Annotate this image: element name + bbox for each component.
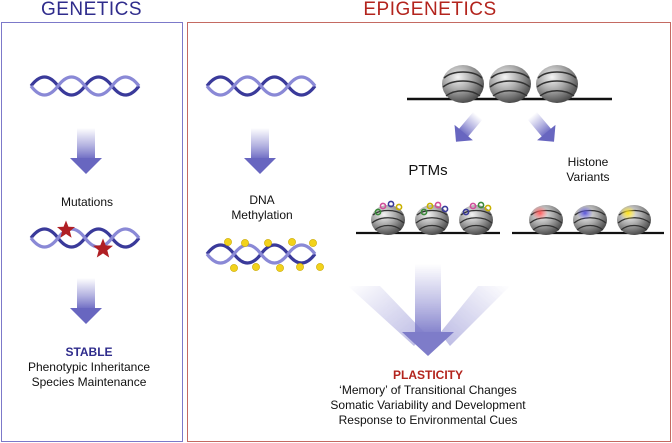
histone-variants-label-line-1: Histone <box>567 155 609 169</box>
dna-helix-icon <box>205 243 317 265</box>
plasticity-line-2: Somatic Variability and Development <box>330 398 526 412</box>
stable-label: STABLE <box>65 345 113 359</box>
ptms-label: PTMs <box>408 162 448 179</box>
nucleosome-icon <box>488 64 532 104</box>
methyl-group-icon <box>374 200 492 216</box>
plasticity-line-1: ‘Memory’ of Transitional Changes <box>339 383 517 397</box>
nucleosome-icon <box>441 64 485 104</box>
dna-helix-icon <box>205 75 317 97</box>
histone-variants-label-line-2: Variants <box>566 170 610 184</box>
dna-methylation-label-line-2: Methylation <box>231 208 293 222</box>
arrow-down-icon <box>527 111 556 142</box>
mutation-star-icon <box>93 238 113 258</box>
arrow-down-icon <box>70 278 102 324</box>
dna-methylation-label-line-1: DNA <box>249 193 275 207</box>
genetics-panel <box>1 22 183 442</box>
epigenetics-title: EPIGENETICS <box>363 0 497 20</box>
stable-line-1: Phenotypic Inheritance <box>27 360 151 374</box>
arrow-down-icon <box>70 128 102 174</box>
mutations-label: Mutations <box>60 195 114 209</box>
plasticity-line-3: Response to Environmental Cues <box>338 413 518 427</box>
methyl-group-icon <box>224 238 324 272</box>
mutation-star-icon <box>56 220 76 238</box>
stable-line-2: Species Maintenance <box>31 375 147 389</box>
genetics-title: GENETICS <box>40 0 143 20</box>
nucleosome-icon <box>414 204 450 236</box>
nucleosome-icon <box>535 64 579 104</box>
arrow-down-icon <box>244 128 276 174</box>
epigenetics-panel <box>187 22 671 442</box>
dna-helix-icon <box>29 227 141 249</box>
arrow-down-icon <box>454 111 483 142</box>
dna-helix-icon <box>29 75 141 97</box>
arrow-down-icon <box>348 264 510 356</box>
plasticity-label: PLASTICITY <box>392 368 463 382</box>
